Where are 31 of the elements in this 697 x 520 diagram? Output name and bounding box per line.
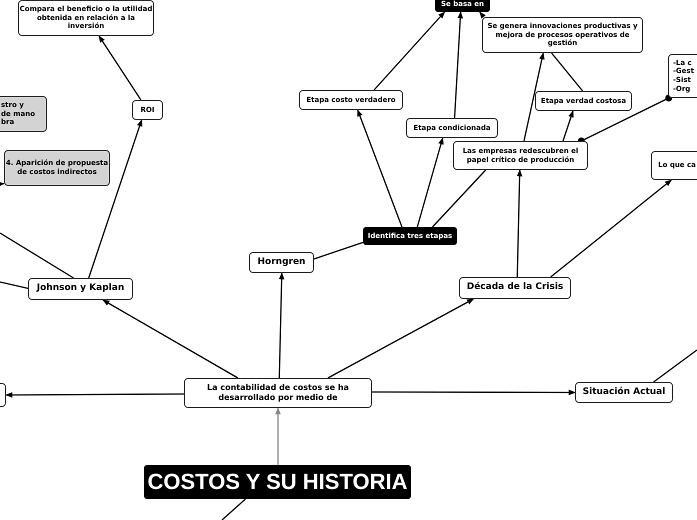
arrow <box>328 298 474 379</box>
arrow <box>550 180 672 278</box>
arrow <box>516 169 522 278</box>
arrow <box>278 272 284 378</box>
connector-line <box>0 281 28 290</box>
connector-line <box>653 349 697 383</box>
arrow <box>5 392 184 398</box>
arrow <box>479 11 486 19</box>
arrow <box>102 299 238 379</box>
arrow <box>523 52 545 142</box>
connector-line <box>0 232 74 279</box>
arrow <box>374 11 446 90</box>
arrow <box>0 181 5 188</box>
concept-box: Johnson y Kaplan <box>28 278 133 300</box>
connector-line <box>314 242 364 260</box>
connector-line <box>551 52 584 92</box>
concept-box: Situación Actual <box>575 382 673 403</box>
connector-line <box>432 170 486 228</box>
concept-box: La contabilidad de costos se ha desarrollado por medio de <box>184 378 372 408</box>
arrow <box>562 110 574 142</box>
arrow <box>416 137 444 228</box>
concept-box: Década de la Crisis <box>459 277 571 299</box>
arrow <box>88 119 142 278</box>
connector-line <box>222 498 246 520</box>
arrow <box>98 35 142 100</box>
arrow <box>357 109 403 228</box>
arrow <box>275 407 281 465</box>
concept-box: Horngren <box>249 252 314 273</box>
title-box: COSTOS Y SU HISTORIA <box>144 465 411 499</box>
arrow <box>372 390 576 396</box>
arrow <box>454 11 464 118</box>
